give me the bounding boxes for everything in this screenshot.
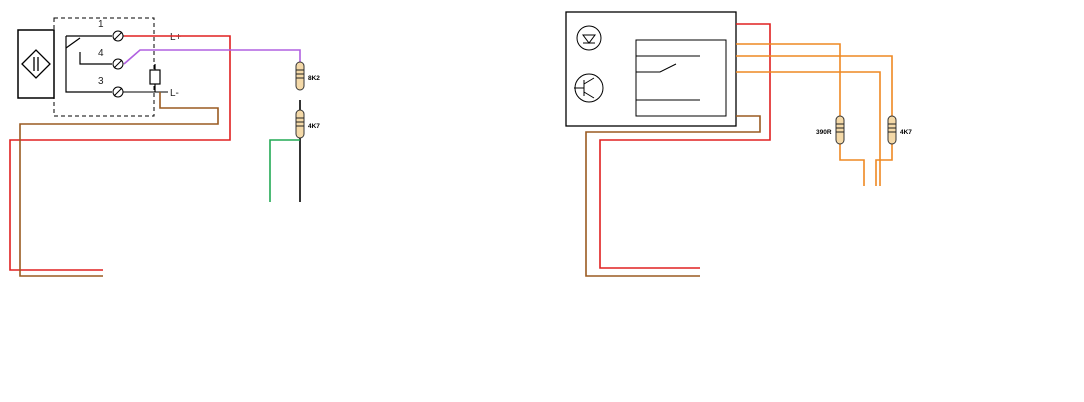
resistor-8k2-label: 8K2: [308, 75, 320, 82]
resistor-4k7: 4K7: [295, 109, 320, 139]
resistor-8k2: 8K2: [295, 61, 320, 91]
inductive-sensor-symbol: [17, 17, 155, 117]
lplus-label: L+: [170, 32, 182, 43]
resistor-390r-label: 390R: [816, 129, 832, 136]
resistor-4k7-right: 4K7: [887, 115, 912, 145]
pin-1-label: 1: [98, 19, 104, 30]
sensor-internal-wiring: [65, 35, 161, 93]
resistor-4k7-right-label: 4K7: [900, 129, 912, 136]
lminus-label: L-: [170, 88, 179, 99]
resistor-4k7-label: 4K7: [308, 123, 320, 130]
resistor-390r: 390R: [816, 115, 845, 145]
pin-4-label: 4: [98, 48, 104, 59]
left-diagram: 1 4 3 L+ L- 8K2 4K7: [9, 17, 320, 277]
pin-3-label: 3: [98, 76, 104, 87]
sensor-screw-terminals: 1 4 3 L+ L-: [98, 19, 182, 99]
left-wires: [9, 35, 301, 277]
optical-sensor-symbol: [565, 11, 737, 127]
right-diagram: 390R 4K7 +5VB5GND+5VB4GND+5VB3GND+5VB2GN…: [565, 11, 912, 277]
right-wires: [585, 23, 893, 277]
